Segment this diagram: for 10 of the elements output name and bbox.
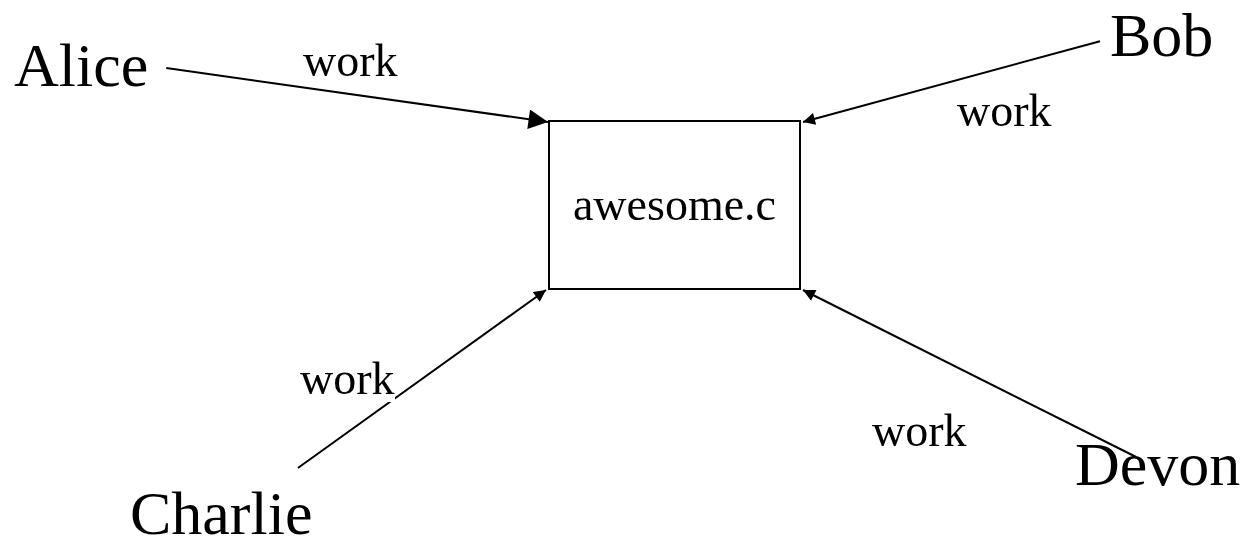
arrow xyxy=(802,40,1101,125)
file-name: awesome.c xyxy=(572,182,777,228)
file-box xyxy=(548,120,801,290)
arrow xyxy=(296,289,547,469)
arrow xyxy=(165,67,549,129)
name-label: Bob xyxy=(1110,4,1214,66)
name-label: Charlie xyxy=(130,482,313,544)
name-label: Alice xyxy=(14,34,149,96)
arrow xyxy=(802,289,1138,458)
name-label: Devon xyxy=(1075,433,1241,495)
